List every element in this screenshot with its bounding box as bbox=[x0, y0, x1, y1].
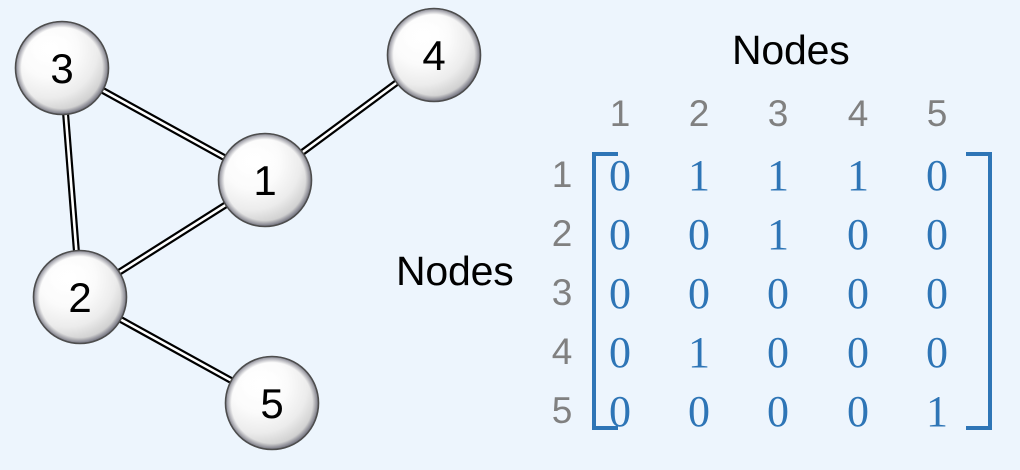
node-outline bbox=[386, 7, 482, 103]
node-outline bbox=[14, 20, 110, 116]
node-highlight bbox=[229, 143, 281, 180]
matrix-cell-r2-c1: 0 bbox=[609, 210, 631, 259]
matrix-cell-r3-c1: 0 bbox=[609, 269, 631, 318]
matrix-cell-r5-c2: 0 bbox=[688, 387, 710, 436]
matrix-cell-r2-c5: 0 bbox=[926, 210, 948, 259]
node-label: 5 bbox=[260, 380, 283, 427]
node-layer: 3 4 1 2 5 bbox=[14, 7, 482, 451]
matrix-col-header-3: 3 bbox=[767, 93, 789, 134]
matrix-cell-r4-c3: 0 bbox=[767, 328, 789, 377]
node-label: 2 bbox=[68, 274, 91, 321]
matrix-cell-r5-c5: 1 bbox=[926, 387, 948, 436]
matrix-cell-r5-c3: 0 bbox=[767, 387, 789, 436]
matrix-cell-r4-c1: 0 bbox=[609, 328, 631, 377]
matrix-col-header-5: 5 bbox=[926, 93, 948, 134]
matrix-row-header-4: 4 bbox=[551, 331, 573, 372]
matrix-cell-r5-c4: 0 bbox=[847, 387, 869, 436]
graph-svg: 3 4 1 2 5 bbox=[14, 7, 482, 451]
node-highlight bbox=[236, 366, 288, 403]
matrix-cell-r4-c5: 0 bbox=[926, 328, 948, 377]
matrix-bracket-left bbox=[592, 152, 618, 430]
matrix-col-header-1: 1 bbox=[609, 93, 631, 134]
matrix-cell-r2-c3: 1 bbox=[767, 210, 789, 259]
matrix-cell-r3-c4: 0 bbox=[847, 269, 869, 318]
node-highlight bbox=[44, 260, 96, 297]
matrix-row-header-5: 5 bbox=[551, 390, 573, 431]
matrix-cell-r2-c2: 0 bbox=[688, 210, 710, 259]
node-label: 3 bbox=[50, 45, 73, 92]
matrix-cell-r1-c1: 0 bbox=[609, 151, 631, 200]
node-outline bbox=[32, 249, 128, 345]
graph-node-3[interactable]: 3 bbox=[14, 20, 110, 116]
node-outline bbox=[224, 355, 320, 451]
matrix-cell-r4-c4: 0 bbox=[847, 328, 869, 377]
graph-node-5[interactable]: 5 bbox=[224, 355, 320, 451]
node-label: 1 bbox=[253, 157, 276, 204]
graph-panel: 3 4 1 2 5 bbox=[14, 7, 482, 451]
node-highlight bbox=[26, 31, 78, 68]
node-highlight bbox=[398, 18, 450, 55]
matrix-cell-r3-c2: 0 bbox=[688, 269, 710, 318]
matrix-col-header-4: 4 bbox=[847, 93, 869, 134]
graph-node-4[interactable]: 4 bbox=[386, 7, 482, 103]
matrix-cell-r1-c4: 1 bbox=[847, 151, 869, 200]
node-label: 4 bbox=[422, 32, 445, 79]
matrix-row-header-3: 3 bbox=[551, 272, 573, 313]
matrix-cell-r3-c5: 0 bbox=[926, 269, 948, 318]
matrix-cell-r4-c2: 1 bbox=[688, 328, 710, 377]
node-outline bbox=[217, 132, 313, 228]
matrix-cell-r1-c3: 1 bbox=[767, 151, 789, 200]
matrix-cell-r2-c4: 0 bbox=[847, 210, 869, 259]
edge-layer bbox=[58, 52, 437, 407]
matrix-rows-axis-label: Nodes bbox=[396, 248, 514, 294]
matrix-row-header-1: 1 bbox=[551, 154, 573, 195]
matrix-columns-axis-label: Nodes bbox=[732, 27, 850, 73]
matrix-bracket-right bbox=[966, 152, 992, 430]
matrix-col-header-2: 2 bbox=[688, 93, 710, 134]
matrix-cell-r1-c5: 0 bbox=[926, 151, 948, 200]
graph-node-1[interactable]: 1 bbox=[217, 132, 313, 228]
matrix-row-header-2: 2 bbox=[551, 213, 573, 254]
matrix-cell-r1-c2: 1 bbox=[688, 151, 710, 200]
matrix-cell-r3-c3: 0 bbox=[767, 269, 789, 318]
graph-node-2[interactable]: 2 bbox=[32, 249, 128, 345]
matrix-cell-r5-c1: 0 bbox=[609, 387, 631, 436]
